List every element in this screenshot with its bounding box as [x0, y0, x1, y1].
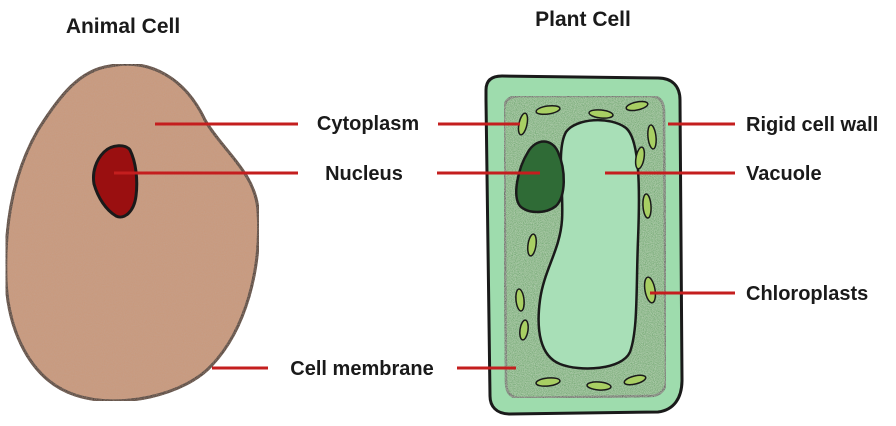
plant-cell-title: Plant Cell — [535, 8, 631, 31]
plant-cell — [486, 76, 682, 414]
label-nucleus: Nucleus — [325, 163, 403, 185]
label-rigid-cell-wall: Rigid cell wall — [746, 114, 878, 136]
animal-cell-title: Animal Cell — [66, 15, 180, 38]
animal-cell-membrane — [6, 64, 259, 401]
animal-cell — [6, 64, 259, 401]
label-cytoplasm: Cytoplasm — [317, 113, 419, 135]
label-cell-membrane: Cell membrane — [290, 358, 433, 380]
label-chloroplasts: Chloroplasts — [746, 283, 868, 305]
label-vacuole: Vacuole — [746, 163, 822, 185]
